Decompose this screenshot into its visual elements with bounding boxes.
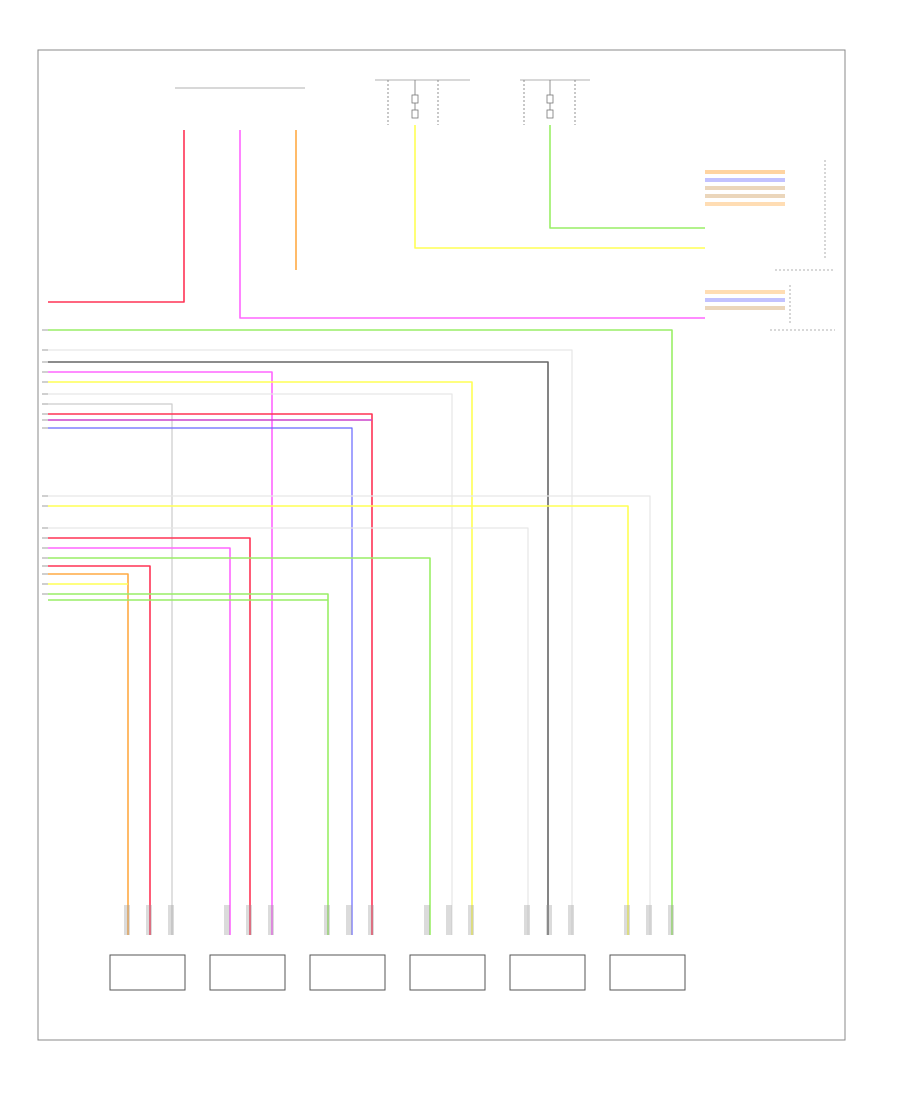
component-box: [509, 905, 586, 991]
wire-green-fuse-right: [549, 125, 705, 229]
connector-terminal: [146, 905, 152, 935]
connector-terminal: [646, 905, 652, 935]
component-box: [209, 905, 286, 991]
left-connector-pins: [42, 329, 48, 595]
wire-red-2: [48, 537, 251, 935]
fuse-left-symbol: [387, 80, 439, 125]
component-outline: [609, 954, 686, 991]
connector-terminal: [268, 905, 274, 935]
wire-yellow-2: [48, 505, 629, 935]
wire-red-top: [48, 130, 185, 303]
wire-green-1: [48, 329, 673, 935]
wire-gray-1: [48, 403, 173, 935]
component-outline: [109, 954, 186, 991]
component-box: [309, 905, 386, 991]
connector-terminal: [446, 905, 452, 935]
connector-terminal: [324, 905, 330, 935]
component-box: [409, 905, 486, 991]
wire-white-1: [48, 349, 573, 935]
wire-pink-2: [48, 547, 231, 935]
component-outline: [509, 954, 586, 991]
connector-terminal: [568, 905, 574, 935]
component-box: [609, 905, 686, 991]
connector-terminal: [424, 905, 430, 935]
connector-terminal: [168, 905, 174, 935]
wire-blue-1: [48, 427, 353, 935]
connector-terminal: [246, 905, 252, 935]
wire-darkgray-1: [48, 361, 549, 935]
wire-yellow-fuse-left: [414, 125, 705, 249]
component-outline: [209, 954, 286, 991]
fuse-right-symbol: [523, 80, 576, 125]
component-box: [109, 905, 186, 991]
bottom-components: [109, 905, 686, 991]
wires: [48, 125, 705, 935]
wire-green-2: [48, 557, 431, 935]
wire-white-4: [48, 527, 529, 935]
connector-terminal: [524, 905, 530, 935]
connector-terminal: [468, 905, 474, 935]
diagram-frame: [37, 49, 846, 1041]
connector-terminal: [124, 905, 130, 935]
connector-terminal: [668, 905, 674, 935]
wire-orange-2: [48, 573, 129, 935]
connector-terminal: [368, 905, 374, 935]
right-module-lower: [770, 285, 835, 331]
connector-terminal: [546, 905, 552, 935]
connector-terminal: [224, 905, 230, 935]
component-outline: [409, 954, 486, 991]
wire-red-3: [48, 565, 151, 935]
right-module-pins: [705, 170, 785, 310]
right-module-upper: [775, 160, 835, 271]
wire-green-3: [48, 593, 329, 935]
connector-terminal: [624, 905, 630, 935]
wire-red-1: [48, 413, 373, 935]
wire-white-3: [48, 495, 651, 935]
wire-pink-top: [239, 130, 705, 319]
connector-terminal: [346, 905, 352, 935]
wire-yellow-1: [48, 381, 473, 935]
wire-pink-1: [48, 371, 273, 935]
wire-white-2: [48, 393, 453, 935]
component-outline: [309, 954, 386, 991]
